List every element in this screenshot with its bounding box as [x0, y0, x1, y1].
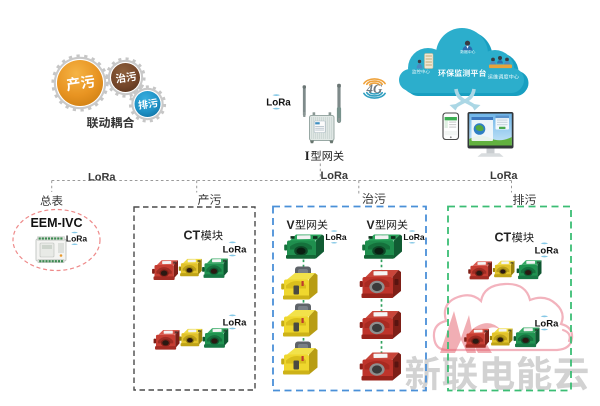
svg-text:LoRa: LoRa [66, 234, 88, 244]
svg-text:LoRa: LoRa [88, 172, 116, 184]
svg-text:LoRa: LoRa [223, 245, 247, 256]
svg-text:LoRa: LoRa [490, 170, 518, 182]
svg-text:LoRa: LoRa [403, 232, 425, 242]
svg-text:I: I [305, 149, 310, 163]
svg-text:CT: CT [184, 229, 201, 243]
svg-text:V: V [287, 218, 295, 232]
svg-text:LoRa: LoRa [535, 246, 559, 257]
svg-text:LoRa: LoRa [266, 98, 291, 109]
svg-text:LoRa: LoRa [535, 319, 559, 330]
svg-text:CT: CT [495, 231, 512, 245]
svg-text:LoRa: LoRa [321, 170, 349, 182]
svg-text:V: V [367, 218, 375, 232]
svg-text:4G: 4G [366, 81, 384, 96]
svg-text:LoRa: LoRa [223, 318, 247, 329]
svg-text:LoRa: LoRa [325, 232, 347, 242]
svg-text:EEM-IVC: EEM-IVC [30, 216, 82, 230]
